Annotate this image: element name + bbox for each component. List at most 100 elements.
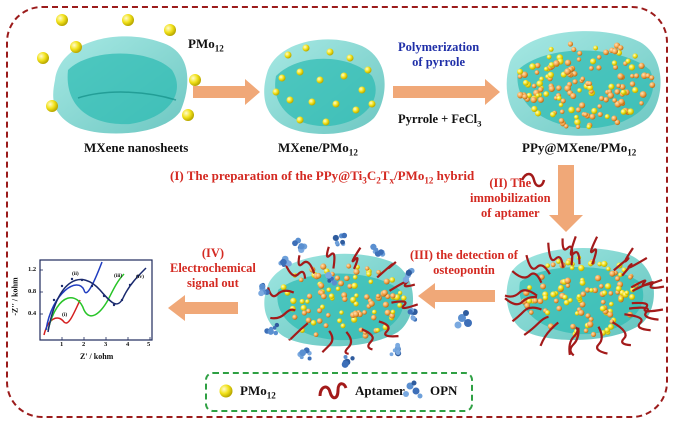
nyquist-xtick-1: 1 (60, 341, 64, 348)
particle (550, 262, 556, 268)
particle (344, 275, 350, 282)
particle (625, 58, 631, 64)
aptamer-strand (525, 254, 551, 275)
opn-protein-part (378, 249, 384, 255)
particle (326, 287, 332, 293)
label-ppy-mxene-pmo: PPy@MXene/PMo12 (522, 140, 637, 158)
particle (556, 259, 561, 264)
nyquist-curve-label-ii: (ii) (72, 271, 79, 277)
particle (352, 274, 358, 280)
particle (596, 65, 602, 71)
opn-protein-part (299, 355, 304, 360)
arrow-left-3 (418, 283, 495, 309)
particle (629, 73, 635, 79)
aptamer-strand (628, 306, 659, 321)
nyquist-ytick-2: 0.8 (28, 288, 37, 295)
particle (604, 114, 610, 120)
particle (539, 76, 544, 82)
particle (612, 98, 617, 103)
particle (310, 320, 317, 326)
particle (366, 271, 372, 277)
particle (319, 304, 325, 310)
aptamer-strand (511, 306, 542, 323)
aptamer-strand (539, 321, 559, 347)
particle (342, 296, 348, 302)
nyquist-ytick-1: 0.4 (28, 310, 37, 317)
aptamer-strand (624, 313, 651, 332)
arrow-down (549, 165, 583, 232)
particle (578, 309, 585, 316)
particle (575, 124, 581, 130)
aptamer-strand (361, 328, 374, 351)
particle (280, 284, 287, 291)
particle (564, 124, 569, 129)
particle (649, 82, 656, 88)
particle (618, 296, 624, 302)
nyquist-plot (39, 259, 153, 341)
particle (381, 289, 388, 296)
opn-protein-part (280, 258, 287, 266)
particle (601, 290, 608, 296)
particle (316, 318, 323, 324)
opn-protein-part (340, 239, 345, 245)
aptamer-strand (568, 326, 579, 356)
particle (341, 292, 348, 299)
particle (397, 290, 403, 296)
particle (389, 277, 396, 283)
particle (530, 96, 537, 104)
particle (320, 293, 327, 300)
particle (550, 291, 557, 298)
opn-protein-part (410, 315, 416, 321)
curve-iv (47, 267, 147, 333)
aptamer-strand (523, 315, 549, 336)
particle (290, 297, 297, 305)
particle (531, 105, 538, 112)
particle (543, 91, 550, 97)
particle (517, 74, 523, 79)
particle (526, 92, 532, 98)
aptamer-strand (547, 242, 565, 268)
legend-opn-icon (403, 380, 423, 399)
opn-small-icon (454, 310, 472, 329)
particle (535, 93, 540, 98)
aptamer-strand (267, 287, 295, 298)
particle (556, 85, 562, 91)
label-pyrrole-fecl3: Pyrrole + FeCl3 (398, 112, 482, 129)
particle (368, 300, 375, 307)
particle (538, 86, 544, 93)
aptamer-small-icon (520, 172, 546, 188)
particle (597, 111, 603, 117)
opn-protein-part (273, 330, 279, 336)
particle (584, 287, 591, 293)
particle (364, 266, 370, 271)
opn-protein-part (299, 349, 307, 357)
aptamer-strand (297, 255, 316, 274)
particle (549, 111, 556, 118)
particle (611, 48, 619, 55)
opn-protein-part (395, 342, 401, 348)
aptamer-strand (611, 321, 631, 347)
nyquist-points (52, 274, 140, 307)
legend-aptamer-label: Aptamer (355, 383, 405, 398)
particle (590, 331, 597, 338)
opn-captured-particles (280, 263, 407, 339)
curve-iii (47, 273, 125, 331)
particle (564, 85, 571, 92)
opn-protein-part (402, 276, 410, 283)
particle (645, 73, 651, 79)
particle (574, 311, 580, 316)
opn-protein-part (374, 247, 379, 252)
particle (580, 291, 586, 297)
particle (534, 62, 541, 69)
opn-protein-part (332, 234, 339, 242)
particle (323, 323, 329, 329)
particle (352, 311, 360, 318)
particle (587, 81, 593, 86)
opn-protein-part (407, 309, 413, 315)
opn-protein-part (342, 360, 349, 368)
particle (534, 70, 540, 75)
particle (376, 269, 381, 275)
